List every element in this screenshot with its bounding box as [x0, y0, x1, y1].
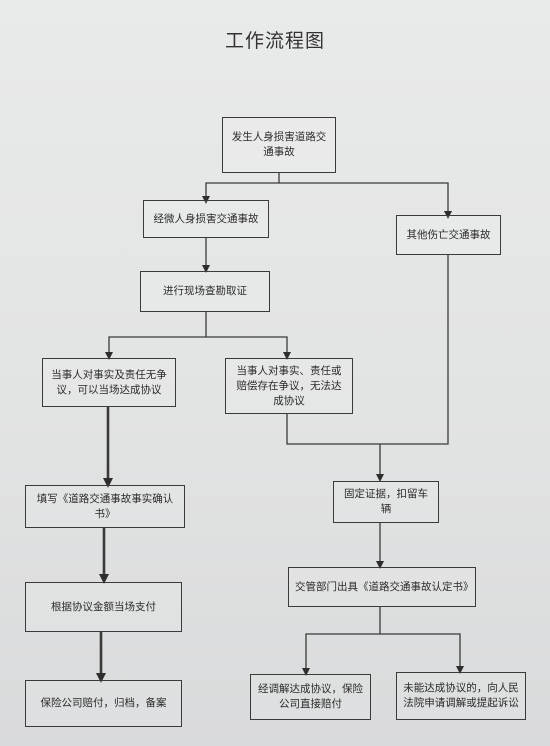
node-lawsuit: 未能达成协议的，向人民法院申请调解或提起诉讼 [396, 672, 526, 720]
node-onsite-payment: 根据协议金额当场支付 [25, 582, 182, 632]
node-police-report: 交管部门出具《道路交通事故认定书》 [288, 567, 476, 607]
node-other-casualty: 其他伤亡交通事故 [396, 215, 501, 255]
node-dispute: 当事人对事实、责任或赔偿存在争议，无法达成协议 [225, 358, 353, 414]
node-site-survey: 进行现场查勘取证 [140, 271, 270, 312]
node-no-dispute: 当事人对事实及责任无争议，可以当场达成协议 [42, 358, 176, 407]
node-insurance-archive: 保险公司赔付，归档，备案 [25, 680, 182, 727]
node-fill-confirmation: 填写《道路交通事故事实确认书》 [25, 485, 185, 528]
node-mediation: 经调解达成协议，保险公司直接赔付 [250, 674, 371, 720]
diagram-title: 工作流程图 [224, 30, 325, 52]
node-fix-evidence: 固定证据，扣留车辆 [333, 481, 439, 523]
node-minor-injury: 经微人身损害交通事故 [143, 200, 269, 238]
node-start: 发生人身损害道路交通事故 [222, 117, 336, 173]
